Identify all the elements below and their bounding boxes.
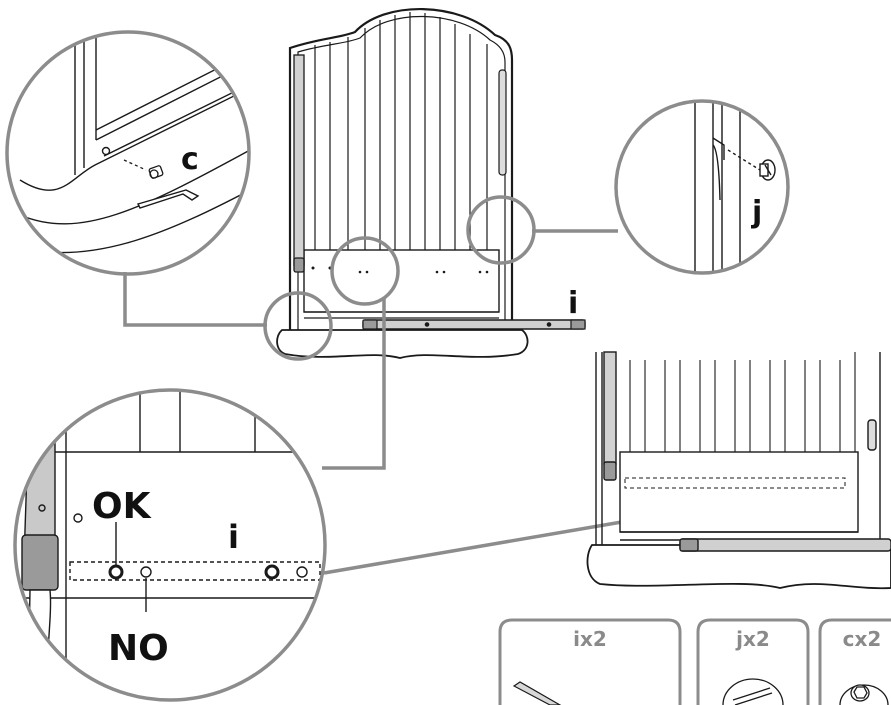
label-rail-i-top: i	[568, 286, 578, 321]
rail-i-top	[362, 319, 586, 330]
callout-connectors	[123, 229, 646, 575]
left-post	[293, 54, 305, 266]
part-box-i: ix2	[498, 618, 682, 705]
part-box-c: cx2	[818, 618, 891, 705]
detail-pin-j	[614, 99, 790, 275]
part-label: jx2	[735, 627, 770, 651]
panel-slats	[314, 12, 488, 250]
part-label: cx2	[843, 627, 882, 651]
allen-bolt-icon	[839, 684, 889, 705]
label-rail-i-detail: i	[228, 518, 239, 556]
detail-ok-no	[13, 388, 327, 702]
part-box-j: jx2	[696, 618, 810, 705]
detail-post	[23, 390, 56, 561]
hex-key	[136, 189, 200, 209]
label-pin-j: j	[751, 195, 762, 230]
detail-bolt-c	[5, 30, 251, 276]
hole-ok-2	[264, 564, 280, 580]
label-no: NO	[108, 628, 169, 669]
hole-ok-1	[108, 564, 124, 580]
cam-pin-icon	[722, 678, 784, 705]
cam-pin	[759, 159, 776, 181]
right-hardware-strip	[498, 69, 507, 176]
crib-end-panel	[276, 8, 529, 359]
parts-legend: ix2 jx2 cx2	[498, 618, 891, 705]
assembled-panel	[586, 351, 891, 590]
label-bolt-c: c	[181, 142, 199, 177]
allen-bolt	[123, 159, 164, 179]
panel-base	[276, 329, 529, 359]
part-label: ix2	[573, 627, 607, 651]
rail-icon	[512, 681, 562, 705]
label-ok: OK	[92, 486, 152, 527]
